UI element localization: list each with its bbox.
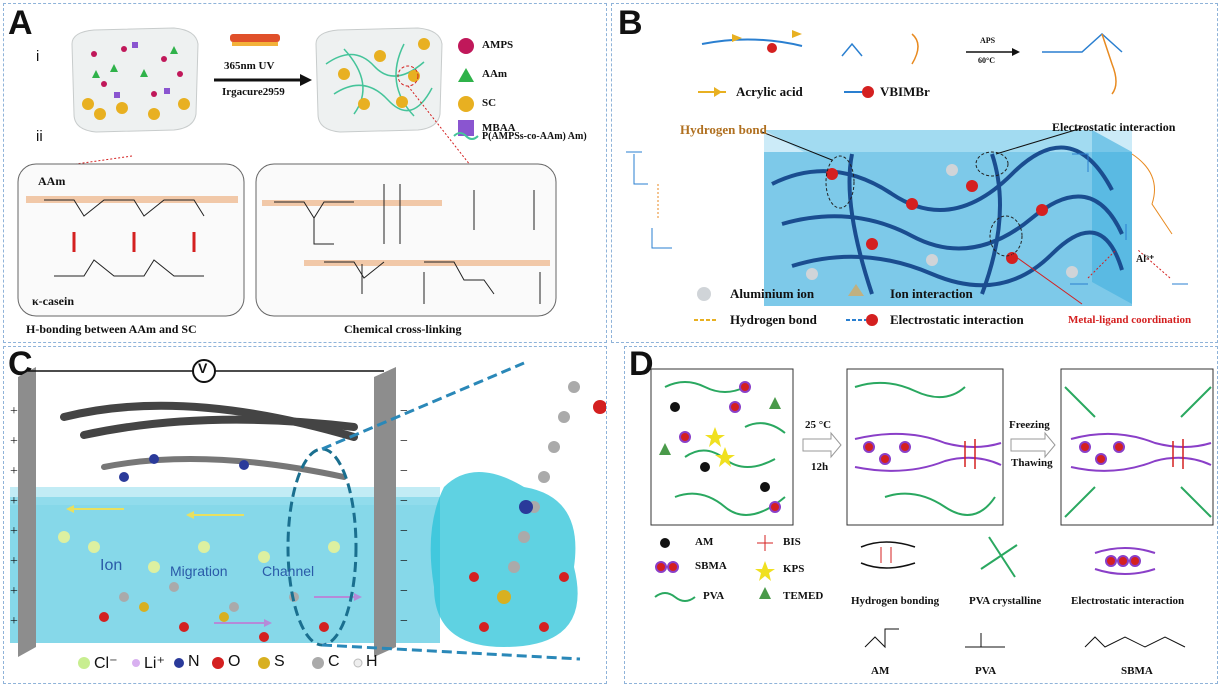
legend-aam: AAm	[482, 68, 508, 80]
panel-b: B	[611, 3, 1218, 343]
legend-polymer: P(AMPSs-co-AAm) Am)	[482, 131, 587, 142]
interaction-hbond: Hydrogen bonding	[851, 595, 940, 607]
panel-b-graphic	[626, 30, 1188, 326]
svg-text:−: −	[400, 584, 408, 599]
legend-sc: SC	[482, 97, 497, 109]
legend-sbma: SBMA	[695, 560, 727, 572]
legend-n: N	[188, 653, 200, 670]
step1-time: 12h	[811, 461, 829, 473]
channel-word-ion: Ion	[100, 557, 123, 574]
step2-freezing: Freezing	[1009, 419, 1050, 431]
svg-text:+: +	[10, 464, 18, 479]
legend-mbaa: MBAA	[482, 122, 516, 134]
step2-thawing: Thawing	[1011, 457, 1053, 469]
legend-temed: TEMED	[783, 590, 824, 602]
molecule-markers	[659, 381, 1125, 513]
channel-word-channel: Channel	[262, 563, 315, 579]
temp-label: 60°C	[978, 56, 995, 65]
step-ii-label: ii	[36, 128, 43, 145]
panel-a: A	[3, 3, 607, 343]
caption-crosslink: Chemical cross-linking	[344, 322, 462, 336]
interaction-electrostatic: Electrostatic interaction	[1071, 595, 1185, 607]
svg-text:−: −	[400, 614, 408, 629]
structure-pva: PVA	[975, 665, 997, 677]
legend-pva: PVA	[703, 590, 725, 602]
svg-text:+: +	[10, 554, 18, 569]
uv-label: 365nm UV	[224, 60, 275, 72]
svg-text:−: −	[400, 494, 408, 509]
legend-electrostatic: Electrostatic interaction	[890, 312, 1024, 327]
legend-am: AM	[695, 536, 714, 548]
vbimbr-label: VBIMBr	[880, 84, 930, 99]
svg-text:−: −	[400, 404, 408, 419]
step1-temp: 25 °C	[805, 419, 832, 431]
legend-aluminium: Aluminium ion	[730, 286, 815, 301]
legend-h: H	[366, 653, 378, 670]
panel-c: C	[3, 346, 607, 684]
caption-hbond: H-bonding between AAm and SC	[26, 322, 197, 336]
panel-b-label: B	[618, 4, 643, 42]
structure-am: AM	[871, 665, 890, 677]
panel-d-label: D	[629, 346, 654, 383]
legend-hbond: Hydrogen bond	[730, 312, 817, 327]
al-ion-label: Al³⁺	[1136, 254, 1155, 265]
svg-text:−: −	[400, 524, 408, 539]
atom-cluster	[58, 454, 340, 642]
legend-cl: Cl⁻	[94, 655, 118, 672]
structure-sbma: SBMA	[1121, 665, 1153, 677]
svg-text:+: +	[10, 404, 18, 419]
svg-text:+: +	[10, 614, 18, 629]
svg-text:−: −	[400, 464, 408, 479]
svg-text:+: +	[10, 584, 18, 599]
step-i-label: i	[36, 48, 40, 65]
electrostatic-title: Electrostatic interaction	[1052, 120, 1176, 134]
svg-text:−: −	[400, 434, 408, 449]
panel-a-label: A	[8, 4, 33, 42]
panel-d: D	[624, 346, 1218, 684]
legend-li: Li⁺	[144, 655, 165, 672]
panel-d-graphic	[650, 368, 1214, 649]
monomer-dots	[82, 42, 190, 120]
casein-label: κ-casein	[32, 294, 74, 308]
aam-label: AAm	[38, 174, 66, 188]
legend-kps: KPS	[783, 563, 805, 575]
svg-text:+: +	[10, 524, 18, 539]
legend-bis: BIS	[783, 536, 801, 548]
metal-ligand-label: Metal-ligand coordination	[1068, 314, 1192, 326]
initiator-label: Irgacure2959	[222, 86, 285, 98]
interaction-pva-crystalline: PVA crystalline	[969, 595, 1042, 607]
panel-c-graphic: + + + + + + + + − − − − − − − −	[10, 359, 606, 669]
legend-ion-interaction: Ion interaction	[890, 286, 973, 301]
svg-text:+: +	[10, 434, 18, 449]
charge-markers: + + + + + + + + − − − − − − − −	[10, 404, 408, 629]
voltage-label: V	[198, 360, 208, 376]
hydrogen-bond-title: Hydrogen bond	[680, 122, 767, 137]
legend-amps: AMPS	[482, 39, 514, 51]
svg-text:+: +	[10, 494, 18, 509]
legend-c: C	[328, 653, 340, 670]
legend-s: S	[274, 653, 285, 670]
acrylic-acid-label: Acrylic acid	[736, 84, 803, 99]
panel-a-graphic	[17, 27, 557, 317]
svg-text:−: −	[400, 554, 408, 569]
channel-word-migration: Migration	[170, 563, 228, 579]
aps-label: APS	[980, 36, 996, 45]
legend-o: O	[228, 653, 241, 670]
